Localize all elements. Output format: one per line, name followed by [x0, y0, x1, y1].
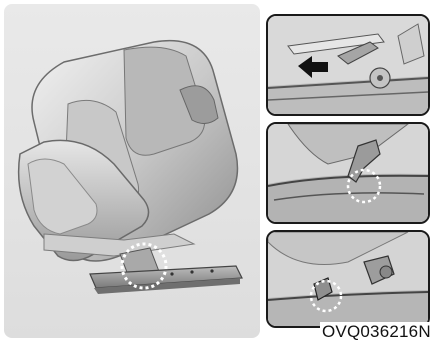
detail-hook-engaged [266, 122, 430, 224]
main-illustration-panel [4, 4, 260, 338]
detail-lever-release [266, 14, 430, 116]
detail-hook-latch [266, 230, 430, 328]
seat-illustration [4, 4, 260, 338]
figure-code: OVQ036216N [320, 322, 433, 342]
